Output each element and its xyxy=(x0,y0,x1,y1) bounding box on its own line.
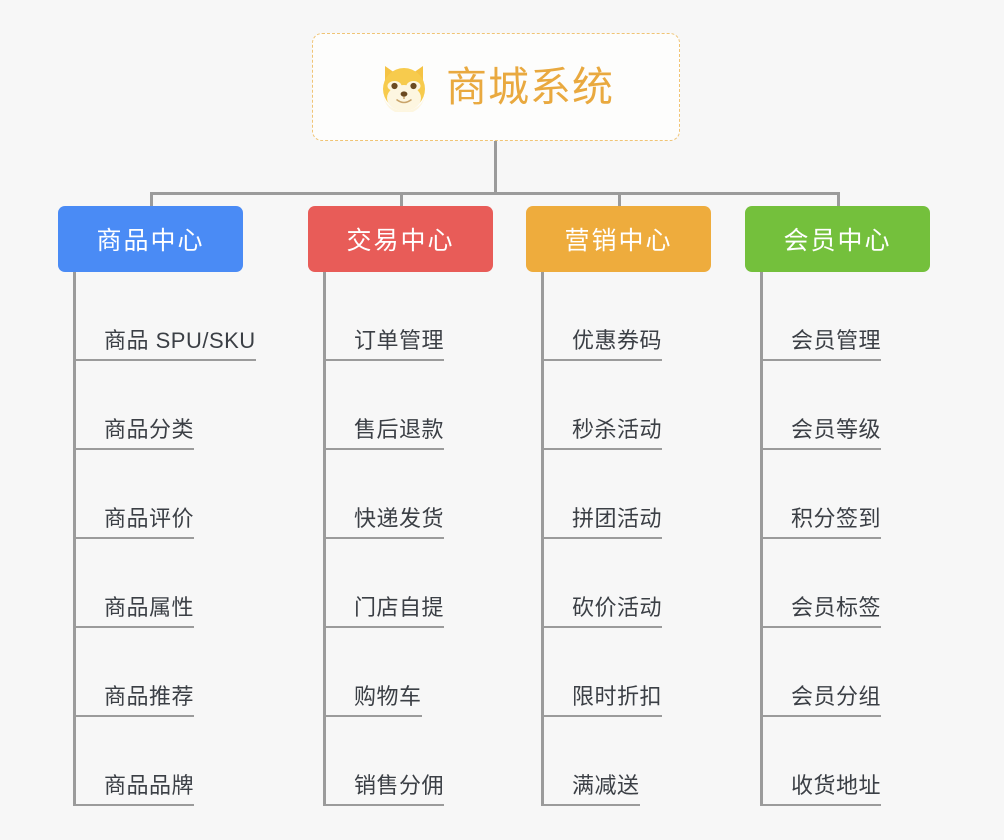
leaf-label: 商品品牌 xyxy=(73,773,195,806)
column-trade-center: 交易中心 订单管理 售后退款 快递发货 门店自提 购物车 销售分佣 xyxy=(308,206,493,806)
list-item[interactable]: 商品分类 xyxy=(73,361,243,450)
connector-drop-3 xyxy=(618,192,621,206)
list-item[interactable]: 售后退款 xyxy=(323,361,493,450)
dog-face-icon xyxy=(378,62,430,114)
list-item[interactable]: 限时折扣 xyxy=(541,628,711,717)
leaf-label: 商品属性 xyxy=(73,595,195,628)
leaf-label: 售后退款 xyxy=(323,417,445,450)
connector-horizontal-bus xyxy=(150,192,840,195)
root-node[interactable]: 商城系统 xyxy=(312,33,680,141)
leaf-label: 门店自提 xyxy=(323,595,445,628)
list-item[interactable]: 会员管理 xyxy=(760,272,930,361)
list-item[interactable]: 砍价活动 xyxy=(541,539,711,628)
category-header-member-center[interactable]: 会员中心 xyxy=(745,206,930,272)
leaf-label: 商品评价 xyxy=(73,506,195,539)
list-item[interactable]: 优惠券码 xyxy=(541,272,711,361)
list-item[interactable]: 积分签到 xyxy=(760,450,930,539)
leaf-label: 砍价活动 xyxy=(541,595,663,628)
list-item[interactable]: 拼团活动 xyxy=(541,450,711,539)
column-marketing-center: 营销中心 优惠券码 秒杀活动 拼团活动 砍价活动 限时折扣 满减送 xyxy=(526,206,711,806)
leaf-label: 优惠券码 xyxy=(541,328,663,361)
list-item[interactable]: 会员等级 xyxy=(760,361,930,450)
leaf-label: 订单管理 xyxy=(323,328,445,361)
leaf-label: 销售分佣 xyxy=(323,773,445,806)
list-item[interactable]: 会员分组 xyxy=(760,628,930,717)
leaf-label: 商品分类 xyxy=(73,417,195,450)
leaf-label: 会员分组 xyxy=(760,684,882,717)
list-item[interactable]: 门店自提 xyxy=(323,539,493,628)
list-item[interactable]: 商品属性 xyxy=(73,539,243,628)
leaf-label: 收货地址 xyxy=(760,773,882,806)
leaf-label: 会员管理 xyxy=(760,328,882,361)
leaf-label: 商品推荐 xyxy=(73,684,195,717)
leaf-list-trade-center: 订单管理 售后退款 快递发货 门店自提 购物车 销售分佣 xyxy=(323,272,493,806)
connector-spine-1 xyxy=(73,272,76,806)
list-item[interactable]: 销售分佣 xyxy=(323,717,493,806)
leaf-label: 秒杀活动 xyxy=(541,417,663,450)
list-item[interactable]: 商品品牌 xyxy=(73,717,243,806)
leaf-label: 商品 SPU/SKU xyxy=(73,328,256,361)
leaf-group-product-center: 商品 SPU/SKU 商品分类 商品评价 商品属性 商品推荐 商品品牌 xyxy=(73,272,256,806)
connector-spine-2 xyxy=(323,272,326,806)
category-header-marketing-center[interactable]: 营销中心 xyxy=(526,206,711,272)
leaf-label: 会员标签 xyxy=(760,595,882,628)
list-item[interactable]: 会员标签 xyxy=(760,539,930,628)
list-item[interactable]: 商品推荐 xyxy=(73,628,243,717)
leaf-list-member-center: 会员管理 会员等级 积分签到 会员标签 会员分组 收货地址 xyxy=(760,272,930,806)
connector-spine-3 xyxy=(541,272,544,806)
list-item[interactable]: 商品 SPU/SKU xyxy=(73,272,256,361)
column-member-center: 会员中心 会员管理 会员等级 积分签到 会员标签 会员分组 收货地址 xyxy=(745,206,930,806)
leaf-group-member-center: 会员管理 会员等级 积分签到 会员标签 会员分组 收货地址 xyxy=(760,272,930,806)
root-title: 商城系统 xyxy=(446,63,614,110)
leaf-label: 购物车 xyxy=(323,684,422,717)
leaf-group-marketing-center: 优惠券码 秒杀活动 拼团活动 砍价活动 限时折扣 满减送 xyxy=(541,272,711,806)
list-item[interactable]: 收货地址 xyxy=(760,717,930,806)
leaf-group-trade-center: 订单管理 售后退款 快递发货 门店自提 购物车 销售分佣 xyxy=(323,272,493,806)
connector-spine-4 xyxy=(760,272,763,806)
leaf-label: 快递发货 xyxy=(323,506,445,539)
leaf-label: 限时折扣 xyxy=(541,684,663,717)
list-item[interactable]: 商品评价 xyxy=(73,450,243,539)
list-item[interactable]: 满减送 xyxy=(541,717,711,806)
list-item[interactable]: 订单管理 xyxy=(323,272,493,361)
leaf-list-product-center: 商品 SPU/SKU 商品分类 商品评价 商品属性 商品推荐 商品品牌 xyxy=(73,272,256,806)
connector-drop-4 xyxy=(837,192,840,206)
category-header-product-center[interactable]: 商品中心 xyxy=(58,206,243,272)
leaf-list-marketing-center: 优惠券码 秒杀活动 拼团活动 砍价活动 限时折扣 满减送 xyxy=(541,272,711,806)
connector-drop-1 xyxy=(150,192,153,206)
category-header-trade-center[interactable]: 交易中心 xyxy=(308,206,493,272)
column-product-center: 商品中心 商品 SPU/SKU 商品分类 商品评价 商品属性 商品推荐 商品品牌 xyxy=(58,206,256,806)
list-item[interactable]: 购物车 xyxy=(323,628,493,717)
leaf-label: 会员等级 xyxy=(760,417,882,450)
list-item[interactable]: 快递发货 xyxy=(323,450,493,539)
leaf-label: 满减送 xyxy=(541,773,640,806)
leaf-label: 拼团活动 xyxy=(541,506,663,539)
connector-root-stem xyxy=(494,141,497,194)
connector-drop-2 xyxy=(400,192,403,206)
leaf-label: 积分签到 xyxy=(760,506,882,539)
list-item[interactable]: 秒杀活动 xyxy=(541,361,711,450)
